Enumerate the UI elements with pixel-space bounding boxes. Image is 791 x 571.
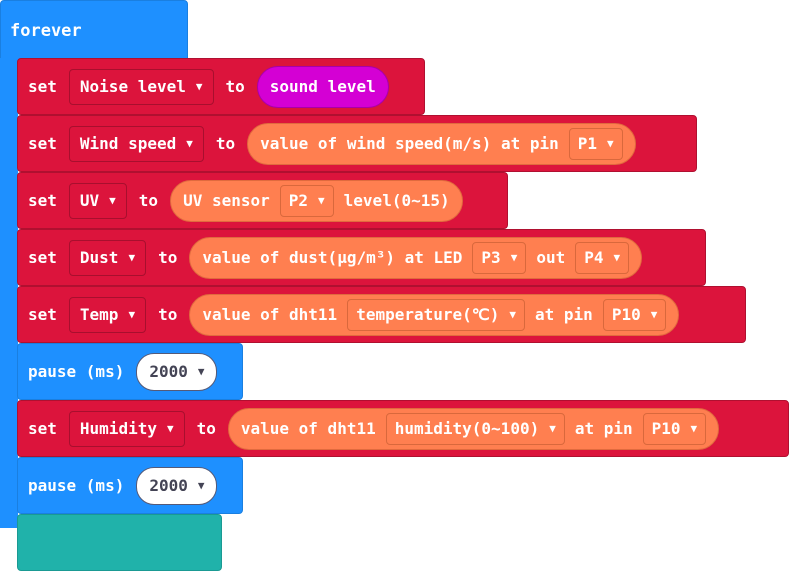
pin-value: P4	[584, 248, 604, 267]
pin-value: P10	[651, 419, 681, 438]
reporter-label: value of dht11	[240, 419, 376, 438]
dropdown-arrow-icon: ▼	[197, 479, 205, 492]
pin-dropdown[interactable]: P2 ▼	[279, 184, 334, 217]
dropdown-arrow-icon: ▼	[128, 251, 136, 264]
to-label: to	[158, 248, 178, 267]
pause-duration-input[interactable]: 2000 ▼	[136, 466, 218, 505]
at-pin-label: at pin	[535, 305, 593, 324]
dropdown-arrow-icon: ▼	[613, 251, 621, 264]
set-label: set	[28, 248, 57, 267]
pin-value: P2	[288, 191, 309, 210]
pause-label: pause (ms)	[28, 476, 125, 495]
set-wind-speed-block[interactable]: set Wind speed ▼ to value of wind speed(m…	[17, 115, 697, 172]
dht11-humidity-reporter[interactable]: value of dht11 humidity(0~100) ▼ at pin P…	[227, 407, 720, 450]
pin-dropdown[interactable]: P10 ▼	[642, 412, 707, 445]
reporter-label: sound level	[269, 77, 376, 96]
variable-name: Humidity	[79, 419, 157, 438]
pause-value: 2000	[149, 476, 188, 495]
pause-label: pause (ms)	[28, 362, 125, 381]
set-noise-level-block[interactable]: set Noise level ▼ to sound level	[17, 58, 425, 115]
pause-duration-input[interactable]: 2000 ▼	[136, 352, 218, 391]
set-temp-block[interactable]: set Temp ▼ to value of dht11 temperature(…	[17, 286, 746, 343]
to-label: to	[196, 419, 216, 438]
variable-dropdown[interactable]: Humidity ▼	[68, 410, 185, 447]
variable-name: UV	[79, 191, 100, 210]
pause-value: 2000	[149, 362, 188, 381]
forever-label: forever	[10, 21, 82, 41]
dropdown-arrow-icon: ▼	[607, 137, 614, 150]
to-label: to	[138, 191, 159, 210]
pause-block[interactable]: pause (ms) 2000 ▼	[17, 343, 243, 400]
sound-level-reporter[interactable]: sound level	[256, 65, 389, 108]
pause-block[interactable]: pause (ms) 2000 ▼	[17, 457, 243, 514]
reporter-label: value of wind speed(m/s) at pin	[260, 134, 559, 153]
variable-dropdown[interactable]: UV ▼	[68, 182, 127, 219]
dropdown-arrow-icon: ▼	[186, 137, 193, 150]
to-label: to	[158, 305, 178, 324]
forever-block[interactable]: forever	[0, 0, 188, 60]
set-label: set	[28, 134, 57, 153]
variable-name: Temp	[79, 305, 119, 324]
to-label: to	[225, 77, 245, 96]
set-uv-block[interactable]: set UV ▼ to UV sensor P2 ▼ level(0~15)	[17, 172, 508, 229]
wind-speed-reporter[interactable]: value of wind speed(m/s) at pin P1 ▼	[247, 122, 636, 165]
next-block-partial[interactable]	[17, 514, 222, 571]
at-pin-label: at pin	[574, 419, 633, 438]
dust-reporter[interactable]: value of dust(µg/m³) at LED P3 ▼ out P4 ▼	[189, 236, 643, 279]
set-label: set	[28, 77, 57, 96]
out-pin-dropdown[interactable]: P4 ▼	[575, 241, 630, 274]
reporter-suffix: level(0~15)	[343, 191, 450, 210]
measurement-dropdown[interactable]: temperature(℃) ▼	[347, 298, 526, 331]
variable-name: Wind speed	[79, 134, 177, 153]
pin-value: P3	[481, 248, 501, 267]
dropdown-arrow-icon: ▼	[195, 80, 203, 93]
variable-name: Dust	[79, 248, 119, 267]
variable-dropdown[interactable]: Dust ▼	[68, 239, 147, 276]
reporter-label: value of dht11	[202, 305, 338, 324]
measurement-value: humidity(0~100)	[394, 419, 540, 438]
pin-value: P1	[577, 134, 598, 153]
pin-dropdown[interactable]: P10 ▼	[602, 298, 667, 331]
dropdown-arrow-icon: ▼	[109, 194, 116, 207]
set-dust-block[interactable]: set Dust ▼ to value of dust(µg/m³) at LED…	[17, 229, 706, 286]
variable-name: Noise level	[79, 77, 186, 96]
set-label: set	[28, 305, 57, 324]
dht11-temperature-reporter[interactable]: value of dht11 temperature(℃) ▼ at pin P1…	[189, 293, 680, 336]
set-label: set	[28, 419, 57, 438]
dropdown-arrow-icon: ▼	[197, 365, 205, 378]
dropdown-arrow-icon: ▼	[549, 422, 556, 435]
forever-block-arm	[0, 58, 18, 528]
variable-dropdown[interactable]: Noise level ▼	[68, 68, 214, 105]
measurement-dropdown[interactable]: humidity(0~100) ▼	[385, 412, 565, 445]
set-label: set	[28, 191, 57, 210]
pin-value: P10	[611, 305, 641, 324]
dropdown-arrow-icon: ▼	[318, 194, 325, 207]
variable-dropdown[interactable]: Wind speed ▼	[68, 125, 204, 162]
uv-sensor-reporter[interactable]: UV sensor P2 ▼ level(0~15)	[170, 179, 463, 222]
reporter-label: value of dust(µg/m³) at LED	[202, 248, 463, 267]
dropdown-arrow-icon: ▼	[510, 251, 518, 264]
reporter-label: UV sensor	[183, 191, 270, 210]
dropdown-arrow-icon: ▼	[509, 308, 517, 321]
variable-dropdown[interactable]: Temp ▼	[68, 296, 147, 333]
to-label: to	[215, 134, 236, 153]
pin-dropdown[interactable]: P1 ▼	[568, 127, 623, 160]
set-humidity-block[interactable]: set Humidity ▼ to value of dht11 humidity…	[17, 400, 789, 457]
dropdown-arrow-icon: ▼	[650, 308, 658, 321]
measurement-value: temperature(℃)	[356, 305, 500, 324]
dropdown-arrow-icon: ▼	[166, 422, 174, 435]
out-label: out	[536, 248, 566, 267]
led-pin-dropdown[interactable]: P3 ▼	[472, 241, 527, 274]
dropdown-arrow-icon: ▼	[690, 422, 698, 435]
dropdown-arrow-icon: ▼	[128, 308, 136, 321]
